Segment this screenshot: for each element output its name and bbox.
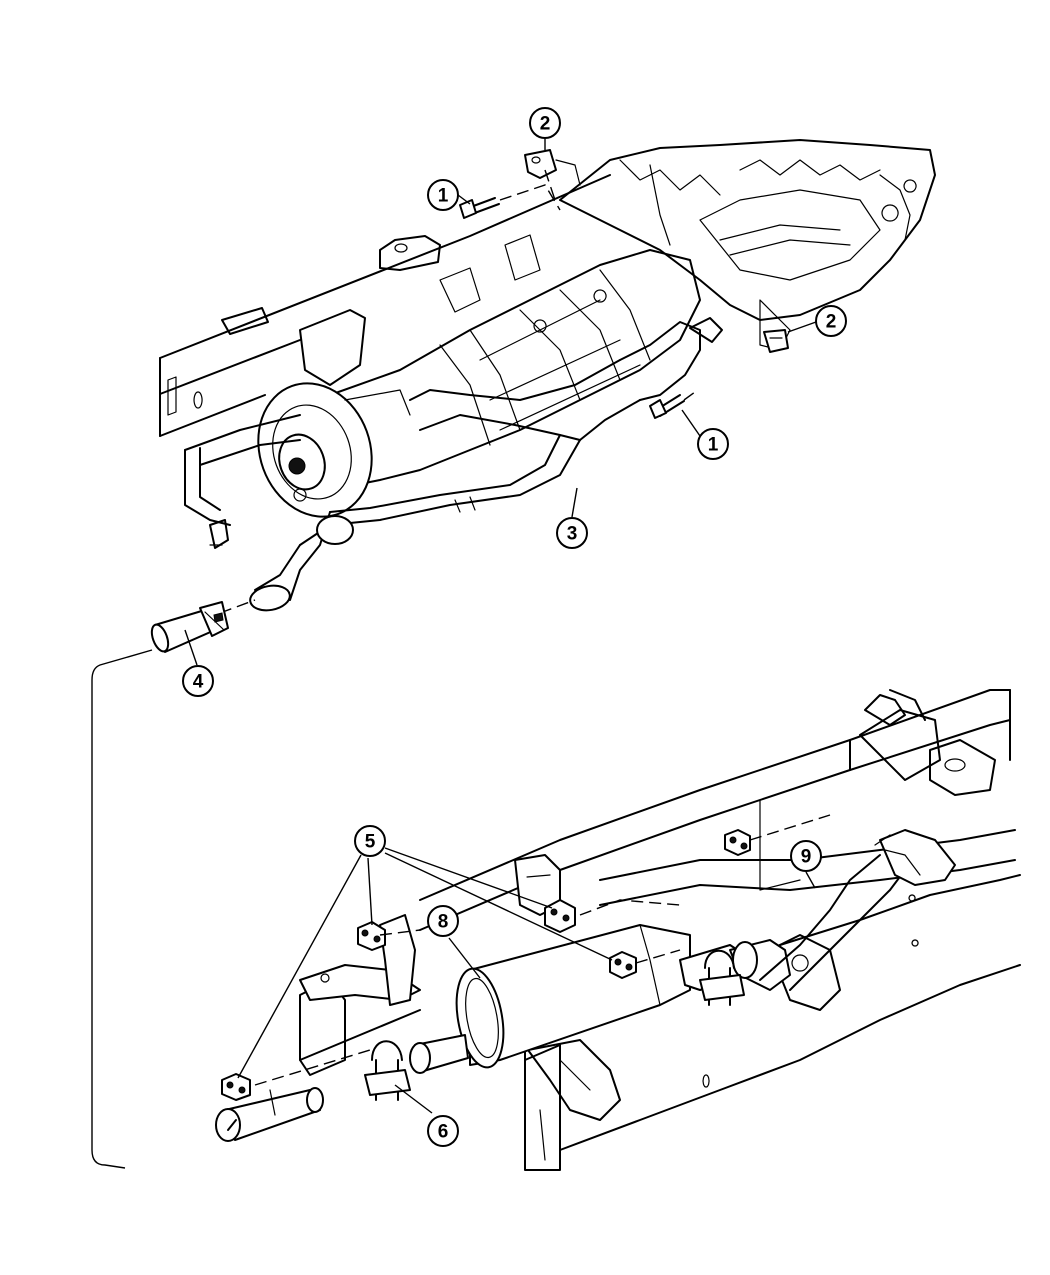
leader-2b (787, 321, 817, 333)
y-pipe-catalytic-converter (184, 317, 723, 612)
svg-text:3: 3 (567, 524, 578, 545)
isolator-upper (544, 899, 576, 933)
svg-text:4: 4 (193, 672, 204, 693)
svg-text:6: 6 (438, 1122, 449, 1143)
callout-5: 5 (354, 825, 386, 857)
assembly-line-isolator-right (635, 949, 681, 964)
leader-1b (681, 409, 701, 437)
assembly-line-bolt-1 (499, 184, 561, 211)
callout-4: 4 (182, 665, 214, 697)
leader-5b (237, 854, 362, 1079)
callout-2-upper: 2 (529, 107, 561, 139)
assembly-line-isolator-front (749, 814, 831, 841)
isolator-front (724, 829, 751, 856)
svg-text:8: 8 (438, 912, 449, 933)
intermediate-pipe (759, 829, 956, 991)
leader-5d (384, 852, 613, 961)
leader-6 (394, 1084, 433, 1114)
svg-text:1: 1 (438, 186, 449, 207)
leader-3 (571, 487, 578, 518)
callout-6: 6 (427, 1115, 459, 1147)
leader-1a (457, 194, 471, 205)
assembly-line-isolator-upper (579, 899, 681, 916)
bolt-lower (649, 394, 685, 419)
leader-9 (805, 871, 816, 889)
svg-text:9: 9 (801, 847, 812, 868)
leader-5a (367, 857, 373, 926)
svg-text:5: 5 (365, 832, 376, 853)
leader-8 (448, 937, 481, 979)
leader-5c (384, 847, 553, 909)
connector-line (91, 649, 153, 1169)
callout-9: 9 (790, 840, 822, 872)
svg-text:2: 2 (540, 114, 551, 135)
isolator-right (609, 951, 637, 979)
muffler (409, 924, 791, 1074)
u-bolt-clamp-front (699, 949, 745, 1006)
assembly-line-bolt-1b (683, 391, 696, 401)
transmission (257, 249, 701, 518)
tailpipe (215, 1087, 324, 1142)
assembly-line-tailpipe (254, 1049, 371, 1086)
coupler-sleeve (150, 601, 229, 653)
assembly-line-clamp-4 (219, 599, 256, 614)
u-bolt-clamp-rear (364, 1040, 411, 1101)
leader-4 (184, 629, 198, 666)
assembly-line-bracket-2 (544, 169, 556, 201)
lower-chassis-frame (299, 689, 1021, 1171)
engine-block (559, 139, 936, 351)
bracket-upper (524, 149, 581, 186)
callout-8: 8 (427, 905, 459, 937)
assembly-line-isolator-mid (379, 929, 421, 936)
callout-3: 3 (556, 517, 588, 549)
callout-1-lower: 1 (697, 428, 729, 460)
bracket-lower (763, 329, 789, 353)
svg-text:2: 2 (826, 312, 837, 333)
isolator-rear (221, 1073, 251, 1101)
callout-2-lower: 2 (815, 305, 847, 337)
svg-text:1: 1 (708, 435, 719, 456)
upper-frame-rail (159, 174, 611, 437)
callout-1-upper: 1 (427, 179, 459, 211)
